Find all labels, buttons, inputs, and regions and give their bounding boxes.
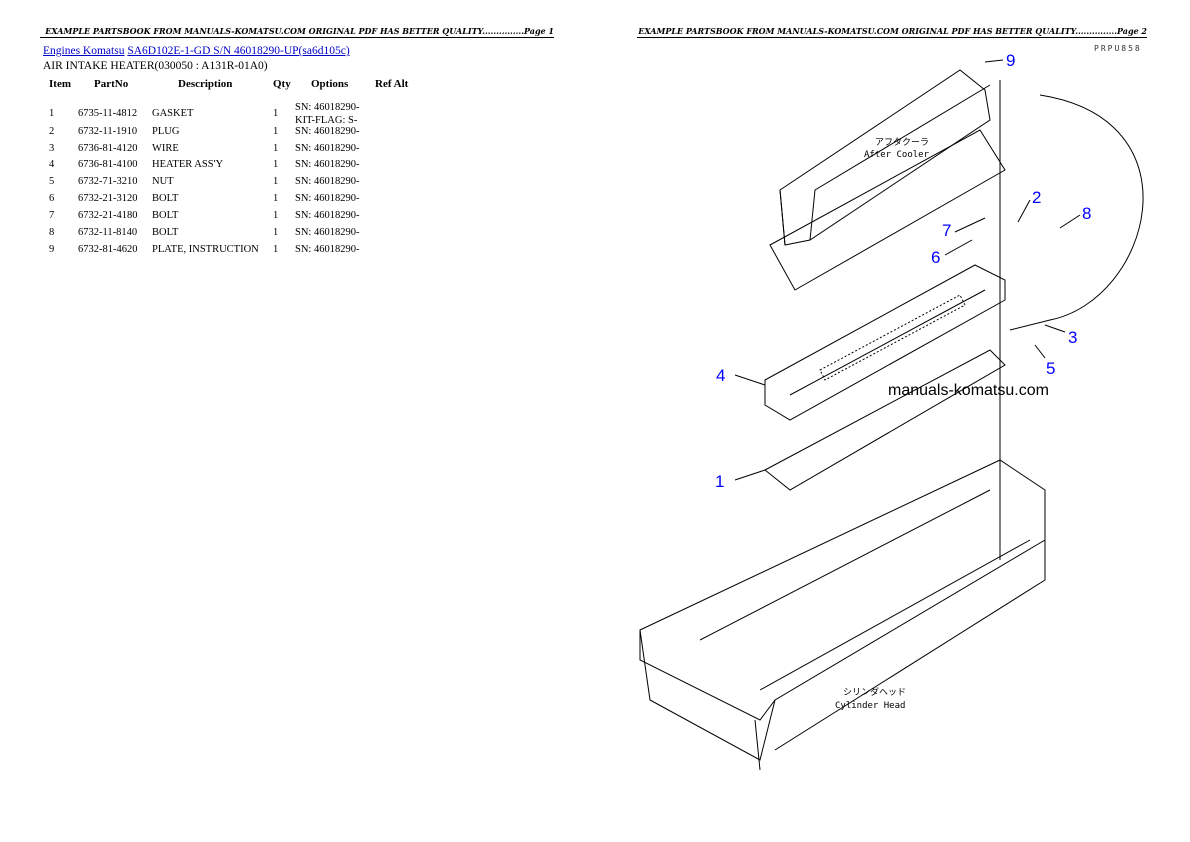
- aftercooler-label: After Cooler: [864, 150, 930, 160]
- cell-options-line2: KIT-FLAG: S-: [295, 115, 358, 126]
- cell-qty: 1: [273, 193, 279, 204]
- cell-desc: PLATE, INSTRUCTION: [152, 244, 259, 255]
- heater-body: [764, 264, 1006, 421]
- cell-partno: 6732-21-3120: [78, 193, 138, 204]
- cell-qty: 1: [273, 159, 279, 170]
- watermark: manuals-komatsu.com: [888, 382, 1049, 399]
- column-header: Ref Alt: [375, 78, 409, 90]
- column-header: Item: [49, 78, 71, 90]
- cell-qty: 1: [273, 143, 279, 154]
- cell-item: 5: [49, 176, 55, 187]
- cell-qty: 1: [273, 108, 279, 119]
- column-header: Qty: [273, 78, 291, 90]
- callout-2: 2: [1032, 188, 1041, 207]
- breadcrumb: Engines Komatsu SA6D102E-1-GD S/N 460182…: [43, 45, 350, 57]
- cell-qty: 1: [273, 176, 279, 187]
- cell-partno: 6732-21-4180: [78, 210, 138, 221]
- cell-item: 9: [49, 244, 55, 255]
- column-header: Description: [178, 78, 233, 90]
- engines-komatsu-link[interactable]: Engines Komatsu: [43, 45, 125, 57]
- cell-qty: 1: [273, 244, 279, 255]
- cell-partno: 6735-11-4812: [78, 108, 138, 119]
- cell-options: SN: 46018290-: [295, 126, 360, 137]
- column-header: PartNo: [94, 78, 129, 90]
- drawing-code: PRPU858: [1094, 44, 1142, 53]
- cell-item: 6: [49, 193, 55, 204]
- aftercooler-gasket: [769, 129, 1006, 291]
- cell-item: 4: [49, 159, 55, 170]
- cell-item: 3: [49, 143, 55, 154]
- section-title: AIR INTAKE HEATER(030050 : A131R-01A0): [43, 60, 268, 72]
- callout-8: 8: [1082, 204, 1091, 223]
- cell-qty: 1: [273, 210, 279, 221]
- cell-options: SN: 46018290-: [295, 227, 360, 238]
- cell-options: SN: 46018290-: [295, 102, 360, 113]
- cell-partno: 6732-81-4620: [78, 244, 138, 255]
- cell-options: SN: 46018290-: [295, 159, 360, 170]
- cell-desc: BOLT: [152, 227, 179, 238]
- cell-partno: 6736-81-4100: [78, 159, 138, 170]
- cell-item: 7: [49, 210, 55, 221]
- cell-item: 2: [49, 126, 55, 137]
- cell-qty: 1: [273, 126, 279, 137]
- model-link[interactable]: SA6D102E-1-GD S/N 46018290-UP(sa6d105c): [127, 45, 350, 57]
- aftercooler-jp-label: アフタクーラ: [875, 137, 929, 148]
- cell-partno: 6736-81-4120: [78, 143, 138, 154]
- cell-options: SN: 46018290-: [295, 143, 360, 154]
- cell-options: SN: 46018290-: [295, 244, 360, 255]
- cell-item: 8: [49, 227, 55, 238]
- cell-desc: HEATER ASS'Y: [152, 159, 224, 170]
- cell-partno: 6732-11-8140: [78, 227, 138, 238]
- cylinder-head-jp-label: シリンダヘッド: [843, 686, 906, 698]
- cylinder-head: [639, 459, 1046, 721]
- cell-options: SN: 46018290-: [295, 193, 360, 204]
- column-header: Options: [311, 78, 349, 90]
- gasket: [764, 349, 1006, 491]
- cell-options: SN: 46018290-: [295, 176, 360, 187]
- callout-9: 9: [1006, 51, 1015, 70]
- cell-desc: BOLT: [152, 193, 179, 204]
- callout-7: 7: [942, 221, 951, 240]
- callout-3: 3: [1068, 328, 1077, 347]
- callout-6: 6: [931, 248, 940, 267]
- callout-5: 5: [1046, 359, 1055, 378]
- cell-desc: PLUG: [152, 126, 180, 137]
- cell-options: SN: 46018290-: [295, 210, 360, 221]
- cell-desc: NUT: [152, 176, 174, 187]
- cylinder-head-label: Cylinder Head: [835, 701, 905, 711]
- callout-4: 4: [716, 366, 725, 385]
- cell-partno: 6732-71-3210: [78, 176, 138, 187]
- callout-1: 1: [715, 472, 724, 491]
- cell-qty: 1: [273, 227, 279, 238]
- cell-desc: BOLT: [152, 210, 179, 221]
- cell-partno: 6732-11-1910: [78, 126, 138, 137]
- cell-desc: GASKET: [152, 108, 194, 119]
- page2-header: EXAMPLE PARTSBOOK FROM MANUALS-KOMATSU.C…: [637, 26, 1147, 38]
- page1-header: EXAMPLE PARTSBOOK FROM MANUALS-KOMATSU.C…: [40, 26, 554, 38]
- cell-item: 1: [49, 108, 55, 119]
- cell-desc: WIRE: [152, 143, 179, 154]
